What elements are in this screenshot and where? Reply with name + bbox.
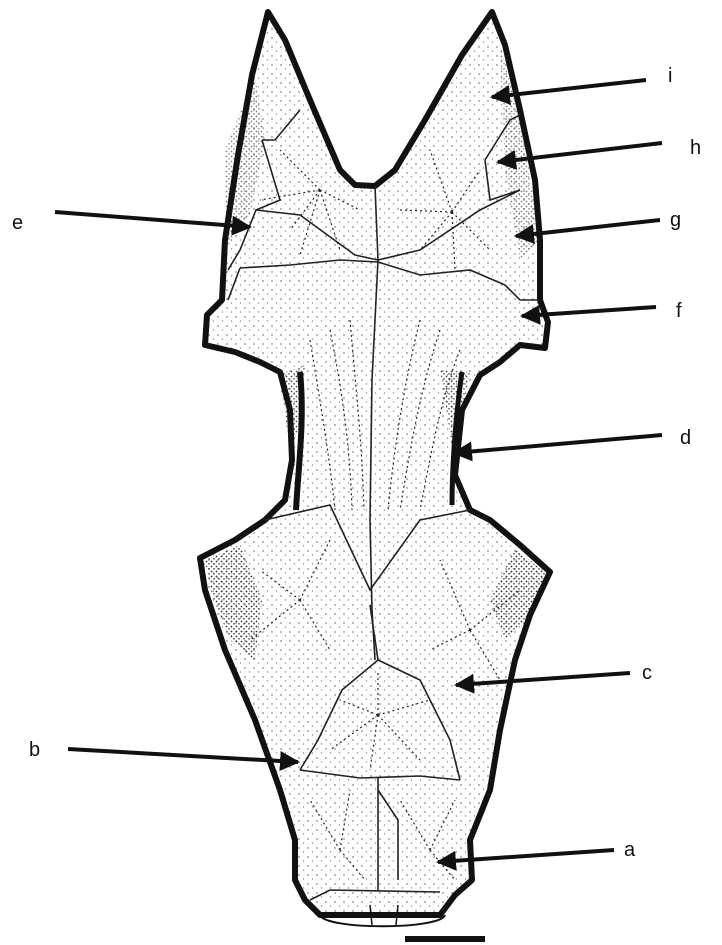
label-a: a xyxy=(624,840,635,860)
label-h: h xyxy=(690,138,701,158)
label-i: i xyxy=(668,66,672,86)
leader-d xyxy=(454,435,662,453)
label-e: e xyxy=(12,213,23,233)
label-c: c xyxy=(642,663,652,683)
label-d: d xyxy=(680,428,691,448)
label-b: b xyxy=(29,740,40,760)
label-g: g xyxy=(670,210,681,230)
label-f: f xyxy=(676,301,682,321)
leader-e xyxy=(55,212,250,227)
